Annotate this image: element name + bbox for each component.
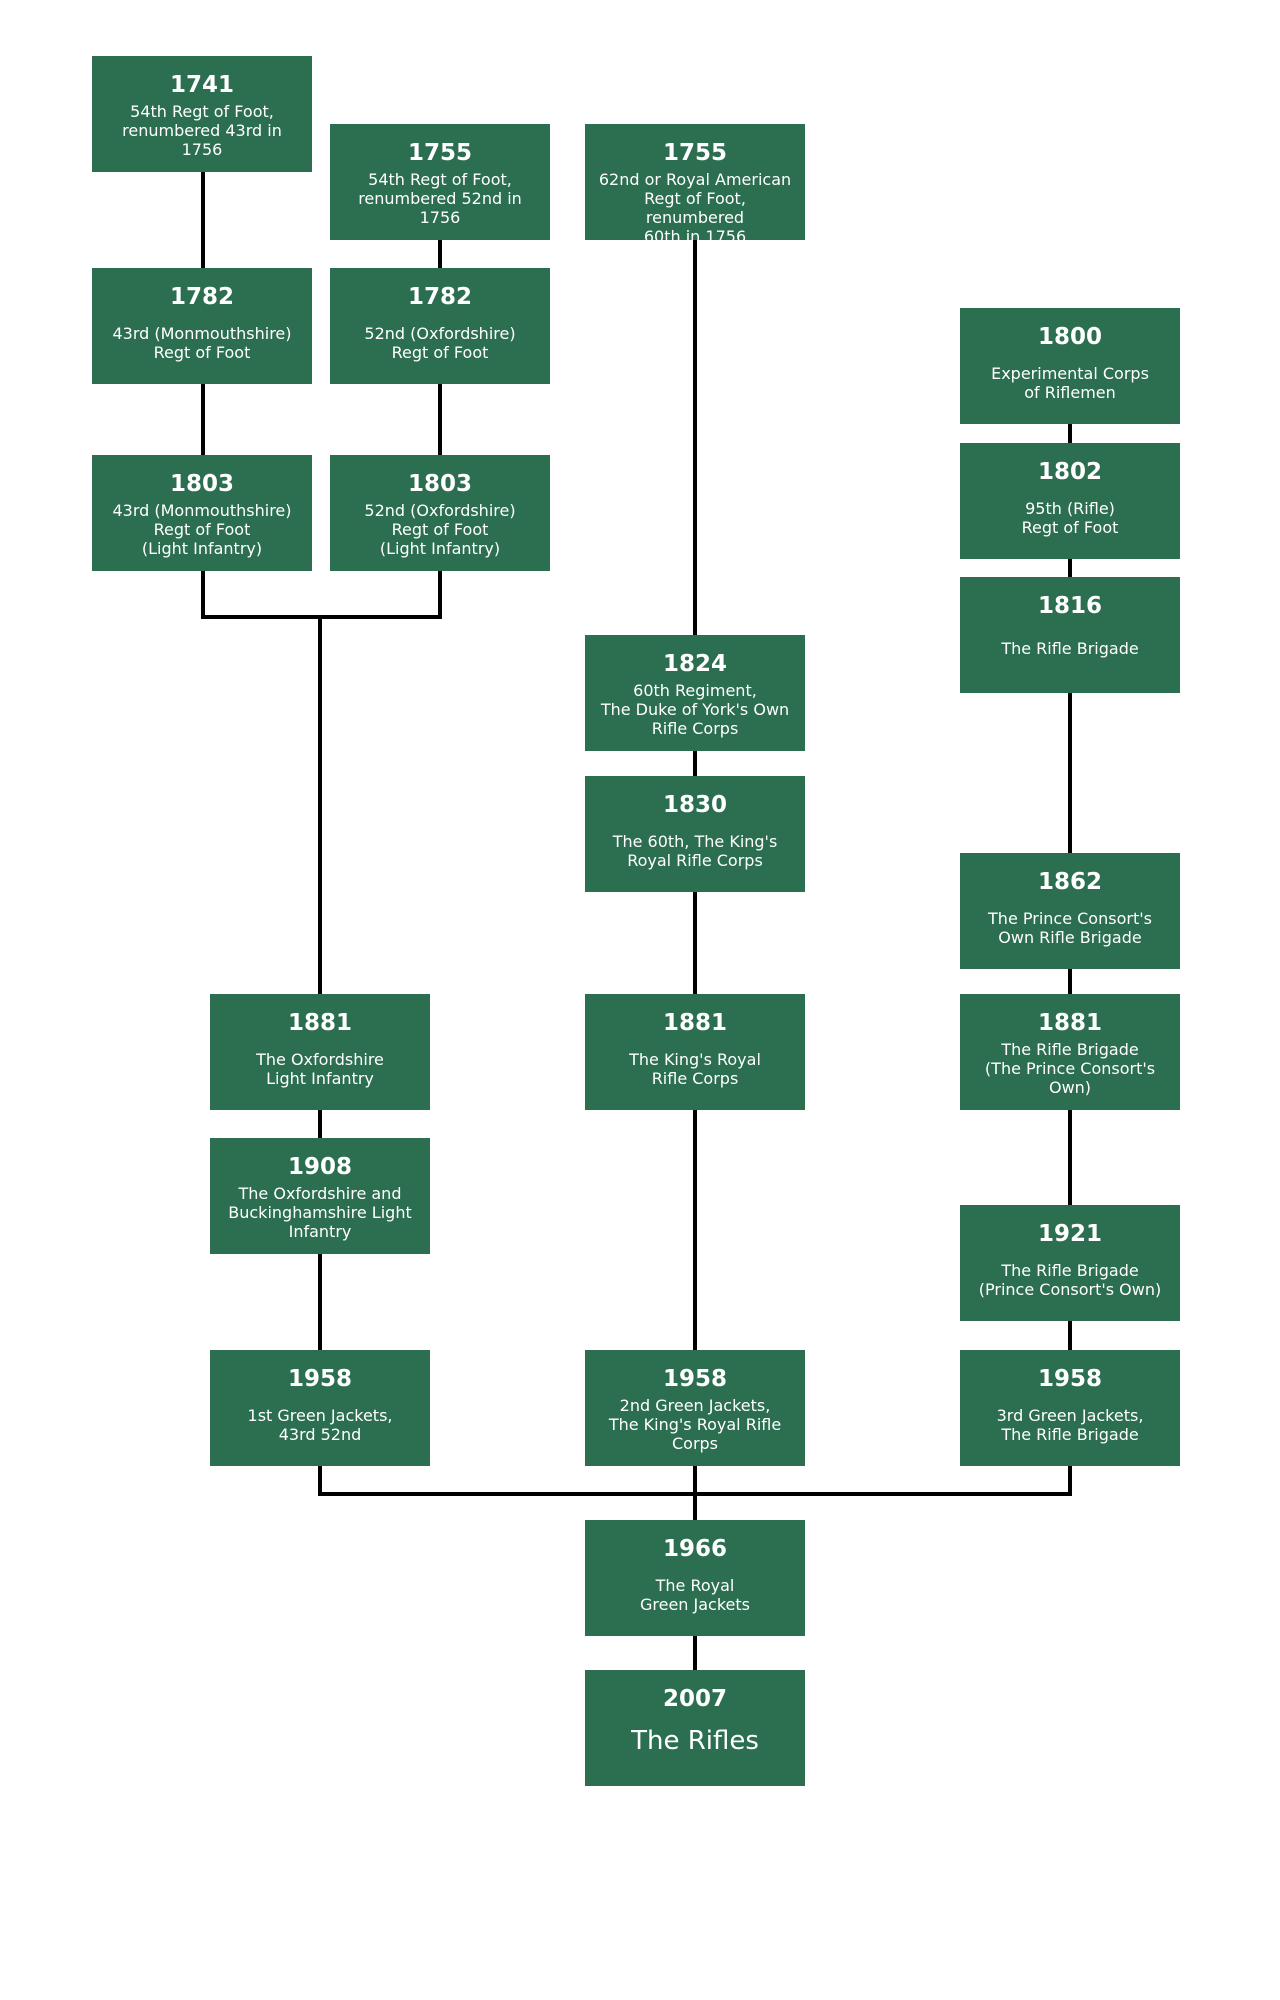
node-1862: 1862 The Prince Consort's Own Rifle Brig… — [960, 853, 1180, 969]
node-1824: 1824 60th Regiment, The Duke of York's O… — [585, 635, 805, 751]
node-year: 1755 — [407, 140, 472, 166]
node-year: 1824 — [662, 651, 727, 677]
node-name: 1st Green Jackets, 43rd 52nd — [247, 1406, 393, 1444]
node-name: 95th (Rifle) Regt of Foot — [1021, 499, 1119, 537]
node-1881-oxfordshire: 1881 The Oxfordshire Light Infantry — [210, 994, 430, 1110]
node-name: 3rd Green Jackets, The Rifle Brigade — [996, 1406, 1144, 1444]
connector-line — [201, 569, 442, 619]
node-name: 52nd (Oxfordshire) Regt of Foot (Light I… — [364, 501, 516, 558]
node-year: 1755 — [662, 140, 727, 166]
node-1782-43rd: 1782 43rd (Monmouthshire) Regt of Foot — [92, 268, 312, 384]
node-1881-rifle-brigade: 1881 The Rifle Brigade (The Prince Conso… — [960, 994, 1180, 1110]
node-year: 1921 — [1037, 1221, 1102, 1247]
node-1816: 1816 The Rifle Brigade — [960, 577, 1180, 693]
node-year: 1881 — [1037, 1010, 1102, 1036]
node-name: The 60th, The King's Royal Rifle Corps — [612, 832, 778, 870]
node-year: 1958 — [1037, 1366, 1102, 1392]
node-1830: 1830 The 60th, The King's Royal Rifle Co… — [585, 776, 805, 892]
node-1755-54th: 1755 54th Regt of Foot, renumbered 52nd … — [330, 124, 550, 240]
node-year: 2007 — [662, 1686, 727, 1712]
node-name: The Rifle Brigade (The Prince Consort's … — [984, 1040, 1156, 1097]
node-2007: 2007 The Rifles — [585, 1670, 805, 1786]
node-year: 1881 — [287, 1010, 352, 1036]
node-year: 1958 — [662, 1366, 727, 1392]
node-year: 1800 — [1037, 324, 1102, 350]
node-1803-43rd: 1803 43rd (Monmouthshire) Regt of Foot (… — [92, 455, 312, 571]
node-1881-krrc: 1881 The King's Royal Rifle Corps — [585, 994, 805, 1110]
node-year: 1881 — [662, 1010, 727, 1036]
node-1741: 1741 54th Regt of Foot, renumbered 43rd … — [92, 56, 312, 172]
node-name: 43rd (Monmouthshire) Regt of Foot — [112, 324, 292, 362]
node-year: 1966 — [662, 1536, 727, 1562]
node-name: The Rifle Brigade (Prince Consort's Own) — [978, 1261, 1162, 1299]
node-year: 1958 — [287, 1366, 352, 1392]
node-year: 1803 — [169, 471, 234, 497]
node-year: 1862 — [1037, 869, 1102, 895]
node-1958-1st: 1958 1st Green Jackets, 43rd 52nd — [210, 1350, 430, 1466]
node-year: 1782 — [407, 284, 472, 310]
node-name: 62nd or Royal American Regt of Foot, ren… — [598, 170, 792, 246]
node-year: 1908 — [287, 1154, 352, 1180]
node-name: The Prince Consort's Own Rifle Brigade — [988, 909, 1152, 947]
node-name: 60th Regiment, The Duke of York's Own Ri… — [600, 681, 790, 738]
node-1800: 1800 Experimental Corps of Riflemen — [960, 308, 1180, 424]
node-name: The Rifles — [631, 1726, 759, 1756]
node-name: The Oxfordshire Light Infantry — [256, 1050, 384, 1088]
node-1958-3rd: 1958 3rd Green Jackets, The Rifle Brigad… — [960, 1350, 1180, 1466]
node-1908: 1908 The Oxfordshire and Buckinghamshire… — [210, 1138, 430, 1254]
node-name: 43rd (Monmouthshire) Regt of Foot (Light… — [112, 501, 292, 558]
node-year: 1830 — [662, 792, 727, 818]
node-1958-2nd: 1958 2nd Green Jackets, The King's Royal… — [585, 1350, 805, 1466]
node-name: The Rifle Brigade — [1001, 639, 1139, 658]
node-year: 1816 — [1037, 593, 1102, 619]
node-1755-62nd: 1755 62nd or Royal American Regt of Foot… — [585, 124, 805, 246]
node-name: 2nd Green Jackets, The King's Royal Rifl… — [608, 1396, 782, 1453]
node-name: The King's Royal Rifle Corps — [629, 1050, 761, 1088]
node-year: 1802 — [1037, 459, 1102, 485]
node-1782-52nd: 1782 52nd (Oxfordshire) Regt of Foot — [330, 268, 550, 384]
node-name: Experimental Corps of Riflemen — [991, 364, 1149, 402]
node-1966: 1966 The Royal Green Jackets — [585, 1520, 805, 1636]
node-year: 1803 — [407, 471, 472, 497]
node-1802: 1802 95th (Rifle) Regt of Foot — [960, 443, 1180, 559]
node-year: 1741 — [169, 72, 234, 98]
node-year: 1782 — [169, 284, 234, 310]
node-name: The Royal Green Jackets — [639, 1576, 750, 1614]
node-name: 52nd (Oxfordshire) Regt of Foot — [364, 324, 516, 362]
node-1803-52nd: 1803 52nd (Oxfordshire) Regt of Foot (Li… — [330, 455, 550, 571]
node-name: 54th Regt of Foot, renumbered 52nd in 17… — [358, 170, 522, 227]
node-1921: 1921 The Rifle Brigade (Prince Consort's… — [960, 1205, 1180, 1321]
node-name: The Oxfordshire and Buckinghamshire Ligh… — [228, 1184, 412, 1241]
node-name: 54th Regt of Foot, renumbered 43rd in 17… — [122, 102, 282, 159]
